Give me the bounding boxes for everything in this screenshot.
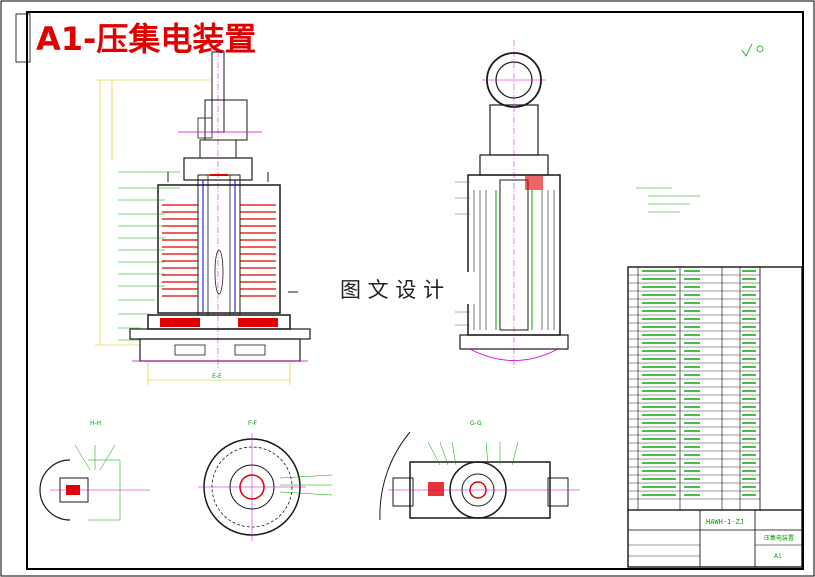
title-block-part-name: 压集电装置 [764,534,794,542]
inner-frame [26,11,804,570]
left-coil-stack [162,204,198,297]
detail-view-h [39,444,150,521]
roughness-symbol [741,43,764,57]
detail-view-g [379,431,580,521]
watermark-background [332,272,478,304]
main-section-view [95,40,311,385]
right-coil-stack [240,204,276,297]
label-section-f: F-F [248,420,258,427]
corner-stamp [15,13,31,63]
side-section-view [455,40,569,370]
label-section-g: G-G [470,420,482,427]
title-block-drawing-number: HAWH-1-ZJ [706,518,744,526]
parts-list [627,266,803,568]
label-section-h: H-H [90,420,101,427]
detail-view-f [198,433,333,541]
label-section-e: E-E [212,373,222,380]
technical-notes [636,187,700,213]
title-block-sheet-size: A1 [774,553,782,560]
watermark: 图 文 设 计 [340,278,444,302]
